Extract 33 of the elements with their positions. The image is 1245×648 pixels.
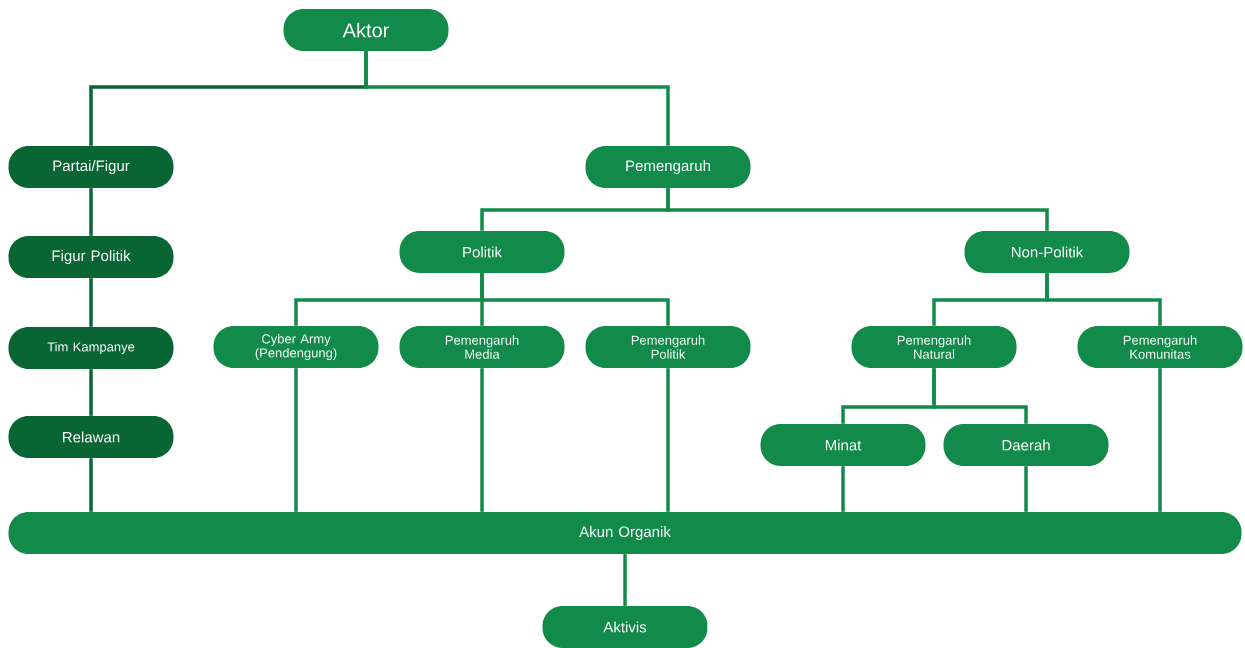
category-box: Aktivis xyxy=(542,606,708,648)
category-box: Partai/Figur xyxy=(8,146,174,188)
connector-line xyxy=(89,369,93,416)
connector-line xyxy=(89,458,93,512)
connector-line xyxy=(932,368,1028,424)
category-box: Politik xyxy=(399,231,565,273)
connector-line xyxy=(623,554,627,606)
connector-line xyxy=(1045,273,1162,326)
connector-line xyxy=(666,188,1049,231)
connector-line xyxy=(480,368,484,512)
connector-line xyxy=(841,466,845,512)
category-box: Minat xyxy=(760,424,926,466)
category-box: Pemengaruh Natural xyxy=(851,326,1017,368)
connector-line xyxy=(89,278,93,327)
category-box: Daerah xyxy=(943,424,1109,466)
bar: Akun Organik xyxy=(8,512,1242,554)
category-box: Figur Politik xyxy=(8,236,174,278)
category-box: Relawan xyxy=(8,416,174,458)
connector-line xyxy=(364,51,670,146)
category-box: Non-Politik xyxy=(964,231,1130,273)
connector-line xyxy=(89,188,93,236)
category-box: Aktor xyxy=(283,9,449,51)
connector-line xyxy=(480,273,670,326)
category-box: Pemengaruh Komunitas xyxy=(1077,326,1243,368)
connector-line xyxy=(1158,368,1162,512)
category-box: Tim Kampanye xyxy=(8,327,174,369)
connector-line xyxy=(294,368,298,512)
connector-line xyxy=(1024,466,1028,512)
category-box: Pemengaruh Politik xyxy=(585,326,751,368)
category-box: Pemengaruh xyxy=(585,146,751,188)
connector-line xyxy=(666,368,670,512)
category-box: Cyber Army (Pendengung) xyxy=(213,326,379,368)
category-box: Pemengaruh Media xyxy=(399,326,565,368)
